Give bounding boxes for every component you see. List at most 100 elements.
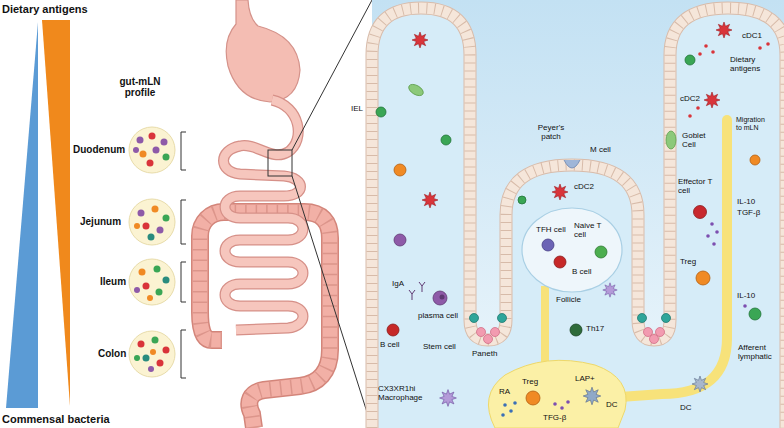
treg-cell [696, 271, 710, 285]
dendritic-cell [716, 22, 732, 38]
iga-antibody [409, 282, 425, 300]
lymphatic [541, 286, 549, 372]
cell-label: B cell [572, 268, 592, 277]
axis-label: Commensal bacteria [2, 413, 110, 425]
lymph-node [488, 360, 626, 428]
cell-dot [161, 139, 168, 146]
dendritic-cell [704, 92, 720, 108]
lamina-propria [372, 8, 784, 428]
molecule-label: IgA [392, 280, 404, 289]
cell-label: Treg [522, 378, 538, 387]
naive-t-cell [595, 246, 607, 258]
cell-dot [152, 337, 159, 344]
magnifier [268, 150, 292, 176]
cell-label: Goblet Cell [682, 132, 716, 150]
paneth-cell [650, 335, 659, 344]
gradient-wedge [6, 20, 70, 408]
tfh-cell [542, 239, 554, 251]
cell-label: cDC1 [742, 32, 762, 41]
cytokine-dot [706, 234, 710, 238]
plasma-cell [440, 295, 445, 300]
cell-label: TFH cell [536, 226, 566, 235]
cell-dot [157, 360, 164, 367]
cytokine-dot [743, 304, 747, 308]
migrating-dc [583, 376, 708, 405]
cytokine-dot [560, 406, 564, 410]
magnifier [268, 0, 372, 428]
cell-label: LAP+ [575, 375, 595, 384]
macrophage [440, 283, 618, 407]
antigen-dot [698, 52, 702, 56]
lamina-cell [394, 234, 406, 246]
il10-cell [441, 135, 451, 145]
cell-dot [134, 355, 140, 361]
lymphatic [620, 338, 727, 397]
dendritic-cell [412, 32, 428, 48]
epithelium [372, 8, 784, 428]
cytokine-dot [712, 242, 716, 246]
follicle [522, 208, 622, 292]
m-cell [564, 160, 580, 168]
ra-dot [501, 401, 517, 417]
dendritic-cell [552, 184, 568, 200]
molecule-label: TGF-β [737, 209, 760, 218]
macrophage [603, 283, 617, 297]
cell-label: IEL [351, 105, 363, 114]
th17-cell [570, 324, 582, 336]
cell-dot [153, 147, 160, 154]
cell-dot [143, 223, 150, 230]
cytokine-dot [553, 222, 747, 410]
cell-dot [138, 210, 145, 217]
cell-dot [143, 355, 150, 362]
stem-cell [498, 314, 507, 323]
gradient-wedge [42, 20, 70, 406]
antigen-dot [688, 114, 692, 118]
lymph-node [488, 360, 626, 428]
molecule-label: IL-10 [737, 198, 755, 207]
antigen-label: Dietary antigens [730, 56, 770, 74]
b-cell [387, 324, 399, 336]
profile-circle [129, 259, 175, 305]
goblet-cell [666, 131, 676, 149]
region-label: Jejunum [80, 216, 121, 227]
profile-circle [129, 127, 175, 173]
region-label: Duodenum [73, 144, 125, 155]
small-intestine [224, 100, 304, 330]
cell-label: DC [606, 401, 618, 410]
cell-dot [133, 147, 139, 153]
cell-label: B cell [380, 341, 400, 350]
cell-label: plasma cell [418, 312, 458, 321]
effector-t-cell [694, 206, 707, 219]
epithelium [372, 8, 784, 428]
region-bracket [181, 330, 186, 378]
molecule-label: TFG-β [543, 414, 566, 423]
cytokine-dot [553, 402, 557, 406]
stem-cell [662, 314, 671, 323]
cell-dot [138, 341, 145, 348]
ra-dot [501, 413, 505, 417]
region-bracket [181, 200, 186, 244]
treg-cell [526, 391, 540, 405]
column-heading: gut-mLN profile [110, 76, 170, 98]
b-cell [554, 256, 566, 268]
dendritic-cell [412, 22, 732, 208]
iel-cell [376, 107, 386, 117]
cell-label: Treg [680, 258, 696, 267]
naive-t-cell [595, 246, 607, 258]
antigen-dot [696, 106, 700, 110]
process-label: Migration to mLN [736, 116, 772, 131]
macrophage [440, 390, 457, 407]
ra-dot [509, 409, 513, 413]
cytokine-dot [566, 400, 570, 404]
tfh-cell [542, 239, 554, 251]
magnifier [292, 176, 372, 428]
region-bracket [181, 262, 186, 302]
cell-dot [163, 277, 170, 284]
ra-dot [503, 403, 507, 407]
molecule-label: IL-10 [737, 292, 755, 301]
cell-dot [163, 347, 170, 354]
plasma-cell [433, 291, 447, 305]
cell-label: Naive T cell [574, 222, 604, 240]
cell-label: Stem cell [423, 343, 456, 352]
